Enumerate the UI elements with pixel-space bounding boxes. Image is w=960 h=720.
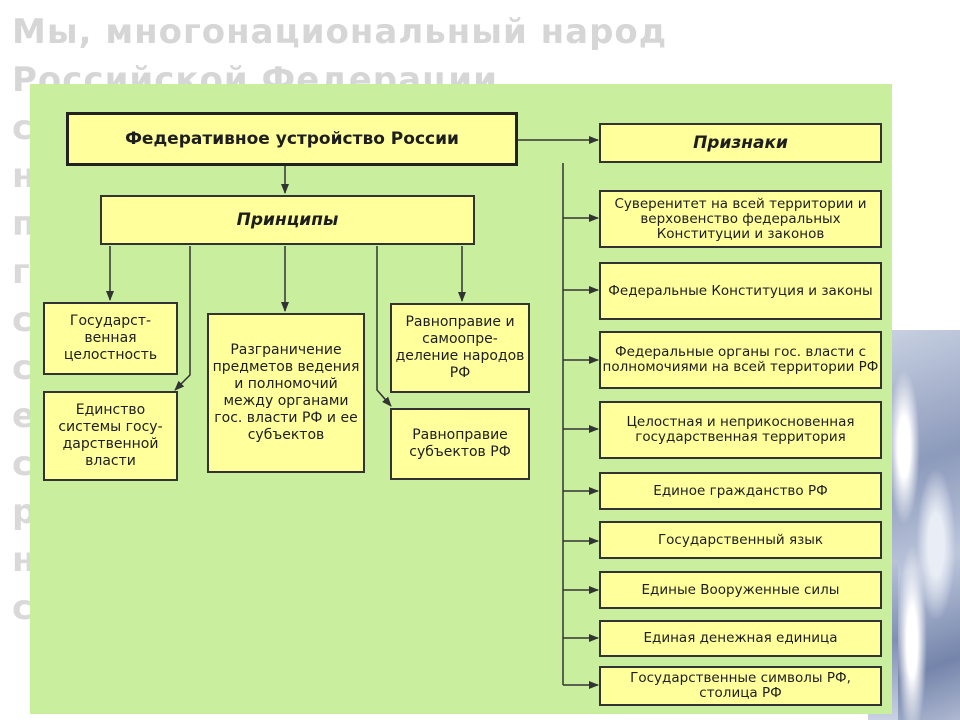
background-heading: Мы, многонациональный народ Российской Ф… [12,8,812,104]
principle-item: Государст-венная целостность [43,302,178,375]
sign-item: Единая денежная единица [599,620,882,657]
sign-item: Федеральные органы гос. власти с полномо… [599,331,882,389]
background-stub: н [12,540,36,580]
principles-node: Принципы [100,195,475,245]
background-stub: с [12,588,33,628]
principle-item: Равноправие и самоопре-деление народов Р… [390,303,530,393]
background-heading-line1: Мы, многонациональный народ [12,12,668,52]
sign-item: Единые Вооруженные силы [599,571,882,609]
signs-title: Признаки [693,132,788,153]
root-node: Федеративное устройство России [66,112,518,166]
principles-title: Принципы [236,209,339,230]
background-stub: с [12,444,33,484]
background-stub: п [12,204,36,244]
background-stub: с [12,108,33,148]
sign-item: Единое гражданство РФ [599,472,882,510]
signs-node: Признаки [599,123,882,163]
background-stub: н [12,156,36,196]
background-stub: с [12,300,33,340]
sign-item: Федеральные Конституция и законы [599,262,882,320]
sign-item: Государственный язык [599,521,882,559]
root-label: Федеративное устройство России [125,128,459,149]
background-stub: г [12,252,30,292]
background-stub: е [12,396,36,436]
principle-item: Единство системы госу-дарственной власти [43,391,178,481]
sign-item: Суверенитет на всей территории и верхове… [599,190,882,248]
sign-item: Государственные символы РФ, столица РФ [599,666,882,706]
principle-item: Разграничение предметов ведения и полном… [207,313,365,473]
background-stub: с [12,348,33,388]
principle-item: Равноправие субъектов РФ [390,408,530,480]
sign-item: Целостная и неприкосновенная государстве… [599,401,882,459]
